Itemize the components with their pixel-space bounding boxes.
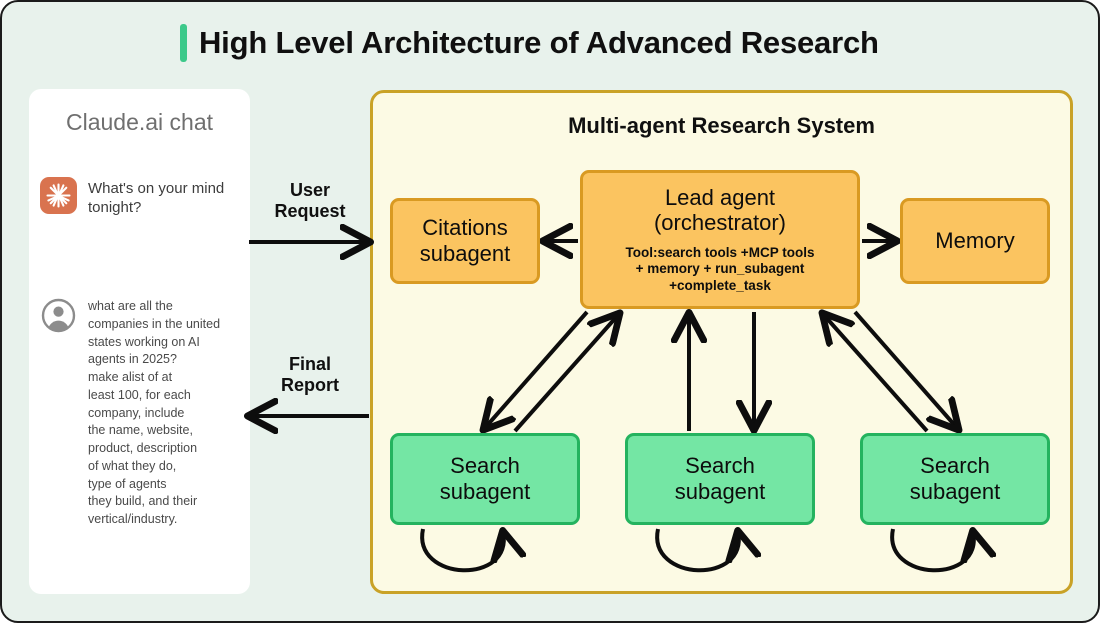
claude-chat-panel: Claude.ai chat [29, 89, 250, 594]
search-subagent-3-title: Search subagent [909, 453, 1001, 504]
node-search-subagent-3[interactable]: Search subagent [860, 433, 1050, 525]
system-container-title: Multi-agent Research System [568, 113, 875, 138]
assistant-message-text: What's on your mind tonight? [88, 180, 225, 217]
node-search-subagent-2[interactable]: Search subagent [625, 433, 815, 525]
page-title: High Level Architecture of Advanced Rese… [199, 25, 879, 60]
node-memory[interactable]: Memory [900, 198, 1050, 284]
memory-title: Memory [935, 228, 1015, 254]
node-citations-subagent[interactable]: Citations subagent [390, 198, 540, 284]
node-search-subagent-1[interactable]: Search subagent [390, 433, 580, 525]
user-avatar-icon [40, 297, 77, 334]
claude-starburst-icon [40, 177, 77, 214]
chat-panel-title: Claude.ai chat [65, 109, 214, 135]
user-message-text: what are all the companies in the united… [88, 299, 221, 526]
citations-subagent-title: Citations subagent [419, 215, 511, 266]
node-lead-agent[interactable]: Lead agent (orchestrator) Tool:search to… [580, 170, 860, 309]
lead-agent-title: Lead agent (orchestrator) [653, 184, 787, 236]
chat-message-user: what are all the companies in the united… [40, 297, 240, 529]
edge-label-user-request: User Request [274, 180, 346, 221]
edge-label-final-report: Final Report [281, 354, 339, 395]
lead-agent-tools: Tool:search tools +MCP tools + memory + … [625, 244, 815, 293]
search-subagent-1-title: Search subagent [439, 453, 531, 504]
page-title-row: High Level Architecture of Advanced Rese… [180, 20, 879, 66]
search-subagent-2-title: Search subagent [674, 453, 766, 504]
chat-message-assistant: What's on your mind tonight? [40, 177, 240, 217]
title-accent-bar [180, 24, 187, 62]
